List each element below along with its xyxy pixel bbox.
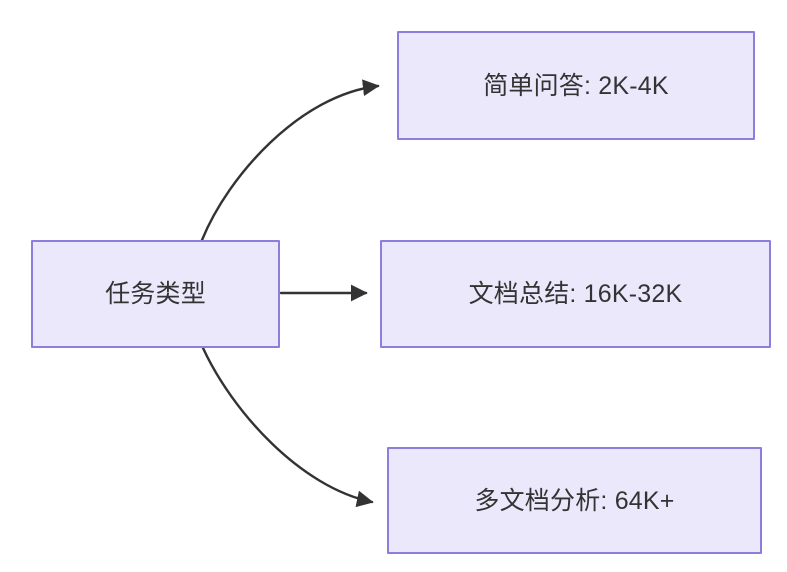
edge-task-type-to-multi-doc-analysis — [201, 346, 374, 508]
node-task-type-label: 任务类型 — [105, 280, 206, 308]
node-simple-qa-label: 简单问答: 2K-4K — [483, 71, 669, 100]
node-task-type[interactable]: 任务类型 — [31, 240, 280, 348]
node-multi-doc-analysis-label: 多文档分析: 64K+ — [474, 486, 675, 515]
edge-task-type-to-simple-qa — [200, 79, 380, 242]
node-doc-summary-label: 文档总结: 16K-32K — [468, 280, 683, 308]
node-simple-qa[interactable]: 简单问答: 2K-4K — [397, 31, 755, 140]
node-doc-summary[interactable]: 文档总结: 16K-32K — [380, 240, 771, 348]
node-multi-doc-analysis[interactable]: 多文档分析: 64K+ — [387, 447, 762, 554]
